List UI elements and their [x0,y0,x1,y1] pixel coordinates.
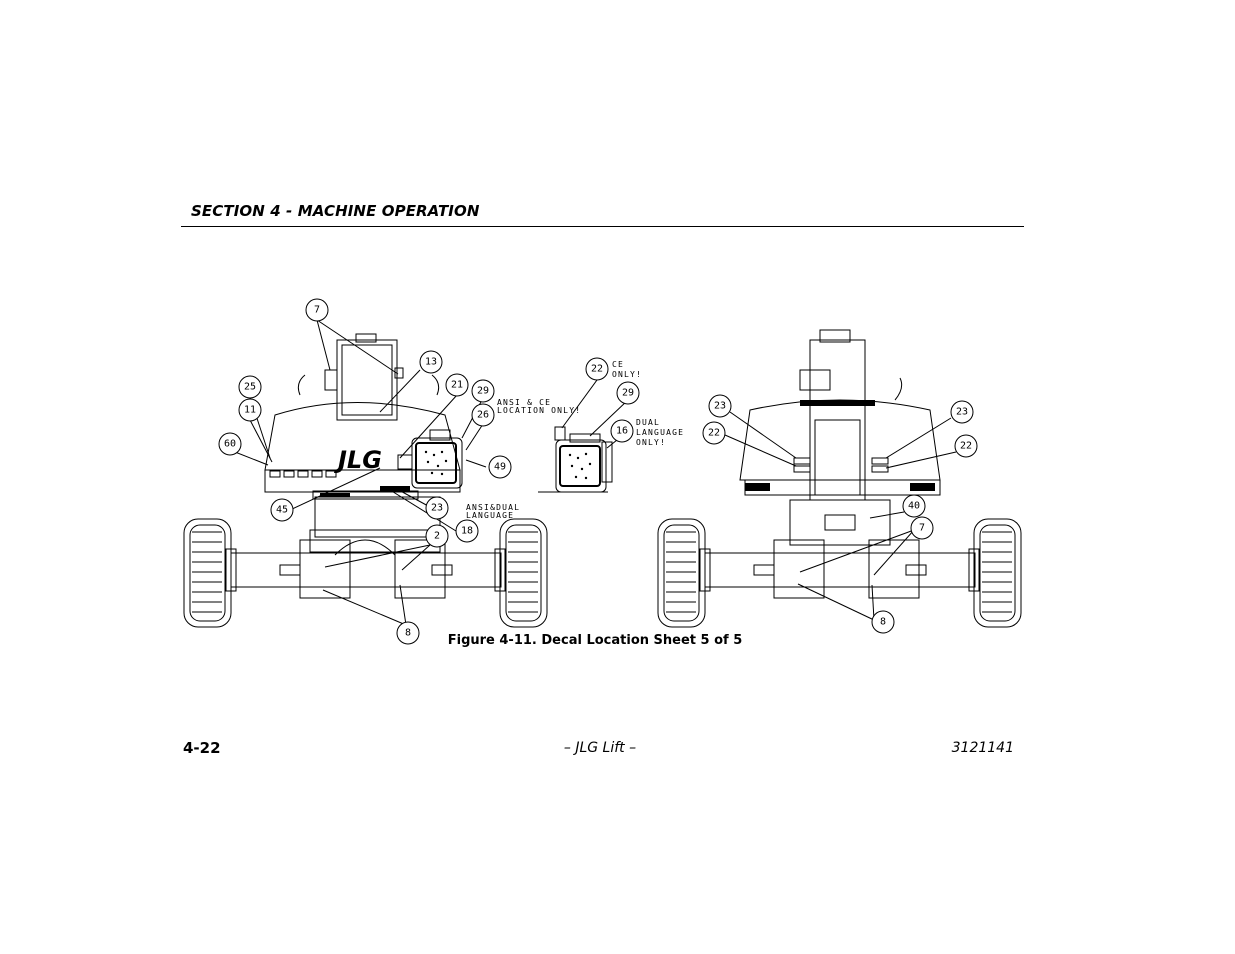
svg-text:23: 23 [431,503,443,514]
right-machine-drawing [657,329,1022,628]
callout-balloon: 22 [702,421,726,445]
section-title: SECTION 4 - MACHINE OPERATION [191,202,480,220]
callout-balloon: 29 [616,381,640,405]
callout-balloon: 8 [871,610,895,634]
callout-balloon: 2 [425,524,449,548]
right-callouts: 23 22 23 22 40 7 8 [702,394,978,634]
svg-text:25: 25 [244,382,256,393]
note-ansi-dual-1: ANSI&DUAL [466,503,520,512]
note-ce-only-2: ONLY! [612,370,642,379]
svg-text:22: 22 [591,364,603,375]
svg-text:8: 8 [405,628,411,639]
note-ansi-ce-2: LOCATION ONLY! [497,406,581,415]
callout-balloon: 49 [488,455,512,479]
note-ansi-ce-1: ANSI & CE [497,398,551,407]
callout-balloon: 8 [396,621,420,645]
detail-drawing [538,379,629,493]
note-ce-only-1: CE [612,360,624,369]
svg-text:7: 7 [314,305,320,316]
footer-center: – JLG Lift – [563,740,637,756]
svg-text:29: 29 [622,388,634,399]
callout-balloon: 26 [471,403,495,427]
svg-text:22: 22 [708,428,720,439]
callout-balloon: 22 [954,434,978,458]
svg-text:40: 40 [908,501,920,512]
svg-text:8: 8 [880,617,886,628]
callout-balloon: 45 [270,498,294,522]
callout-balloon: 7 [305,298,329,322]
figure-caption: Figure 4-11. Decal Location Sheet 5 of 5 [447,633,743,648]
callout-balloon: 25 [238,375,262,399]
svg-text:16: 16 [616,426,628,437]
callout-balloon: 13 [419,350,443,374]
callout-balloon: 29 [471,379,495,403]
svg-text:45: 45 [276,505,288,516]
header-rule [181,226,1024,227]
svg-text:7: 7 [919,523,925,534]
svg-text:22: 22 [960,441,972,452]
callout-balloon: 18 [455,519,479,543]
callout-balloon: 60 [218,432,242,456]
callout-balloon: 16 [610,419,634,443]
jlg-logo: JLG [334,446,382,474]
left-callouts: 7 13 25 11 21 29 26 60 49 45 23 18 2 8 [218,298,512,645]
callout-balloon: 40 [902,494,926,518]
note-dual-3: ONLY! [636,438,666,447]
callout-balloon: 11 [238,398,262,422]
svg-text:23: 23 [714,401,726,412]
doc-number: 3121141 [951,740,1014,756]
svg-text:49: 49 [494,462,506,473]
note-dual-2: LANGUAGE [636,428,684,437]
svg-text:13: 13 [425,357,437,368]
callout-balloon: 23 [950,400,974,424]
callout-balloon: 23 [708,394,732,418]
callout-balloon: 23 [425,496,449,520]
svg-text:29: 29 [477,386,489,397]
note-dual-1: DUAL [636,418,660,427]
callout-balloon: 7 [910,516,934,540]
detail-callouts: 22 29 16 [585,357,640,443]
svg-text:26: 26 [477,410,489,421]
svg-text:11: 11 [244,405,256,416]
callout-balloon: 21 [445,373,469,397]
svg-text:60: 60 [224,439,236,450]
note-ansi-dual-2: LANGUAGE [466,511,514,520]
callout-balloon: 22 [585,357,609,381]
svg-text:2: 2 [434,531,440,542]
svg-text:23: 23 [956,407,968,418]
svg-text:18: 18 [461,526,473,537]
page-number: 4-22 [183,739,221,757]
svg-text:21: 21 [451,380,463,391]
